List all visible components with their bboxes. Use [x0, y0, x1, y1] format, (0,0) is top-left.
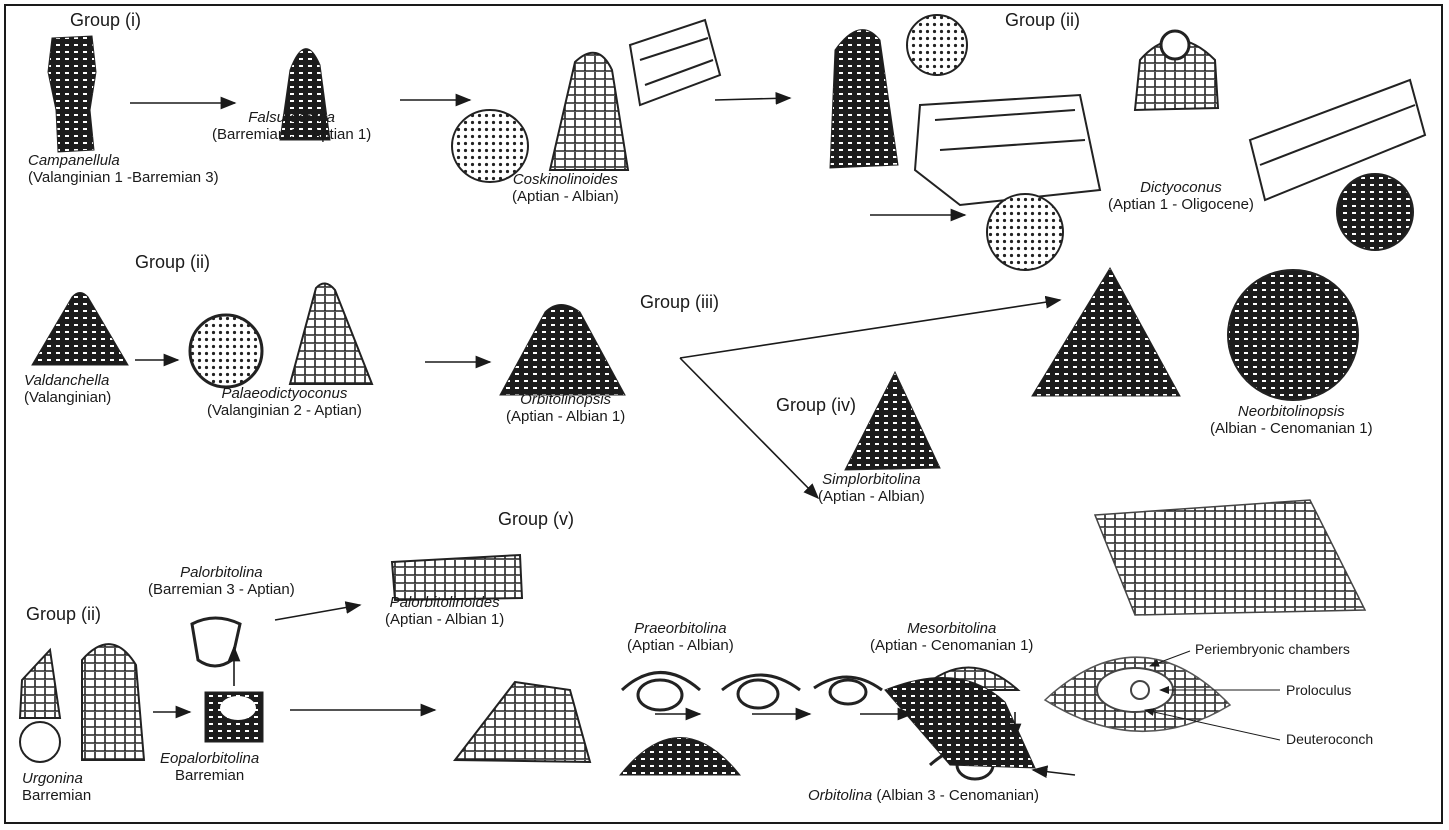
orbitolinopsis-figure: [500, 305, 625, 396]
urgonina-figures: [20, 644, 144, 762]
orbitolina-label: Orbitolina (Albian 3 - Cenomanian): [808, 787, 1039, 804]
taxon-name: Dictyoconus: [1108, 179, 1254, 196]
taxon-range: (Valanginian 2 - Aptian): [207, 402, 362, 419]
taxon-range: (Aptian - Albian): [627, 637, 734, 654]
eopalorbitolina-label: Eopalorbitolina Barremian: [160, 750, 259, 784]
palorbitolina-figure: [192, 618, 240, 666]
group-ii-label-middle: Group (ii): [135, 252, 210, 273]
praeorbitolina-figures: [620, 673, 882, 776]
taxon-name: Palaeodictyoconus: [207, 385, 362, 402]
taxon-name: Orbitolinopsis: [506, 391, 625, 408]
neorbitolinopsis-figures: [1032, 268, 1358, 400]
taxon-name: Praeorbitolina: [627, 620, 734, 637]
group-iv-label: Group (iv): [776, 395, 856, 416]
taxon-name: Simplorbitolina: [818, 471, 925, 488]
dictyoconus-label: Dictyoconus (Aptian 1 - Oligocene): [1108, 179, 1254, 213]
simplorbitolina-label: Simplorbitolina (Aptian - Albian): [818, 471, 925, 505]
taxon-name: Orbitolina: [808, 787, 872, 804]
coskinolinoides-label: Coskinolinoides (Aptian - Albian): [512, 171, 619, 205]
taxon-range: Barremian: [175, 767, 244, 784]
group-iii-label: Group (iii): [640, 292, 719, 313]
palorbitolinoides-label: Palorbitolinoides (Aptian - Albian 1): [385, 594, 504, 628]
palaeodictyoconus-label: Palaeodictyoconus (Valanginian 2 - Aptia…: [207, 385, 362, 419]
taxon-name: Mesorbitolina: [870, 620, 1033, 637]
palaeodictyoconus-figures: [190, 283, 372, 387]
mesorbitolina-label: Mesorbitolina (Aptian - Cenomanian 1): [870, 620, 1033, 654]
taxon-range: Barremian: [22, 787, 91, 804]
taxon-range: (Albian - Cenomanian 1): [1210, 420, 1373, 437]
orbitolina-cone-figure: [455, 682, 590, 762]
group-ii-label-bottom: Group (ii): [26, 604, 101, 625]
taxon-name: Falsurgonina: [212, 109, 371, 126]
simplorbitolina-figure: [845, 372, 940, 470]
taxon-name: Palorbitolinoides: [385, 594, 504, 611]
taxon-name: Palorbitolina: [148, 564, 295, 581]
taxon-name: Coskinolinoides: [512, 171, 619, 188]
arrow-orbitolinopsis-simplorbitolina: [680, 358, 818, 498]
taxon-range: (Albian 3 - Cenomanian): [876, 787, 1039, 804]
taxon-range: (Aptian - Cenomanian 1): [870, 637, 1033, 654]
praeorbitolina-label: Praeorbitolina (Aptian - Albian): [627, 620, 734, 654]
arrow-orbitolinopsis-neorbitolinopsis: [680, 300, 1060, 358]
deuteroconch-annotation: Deuteroconch: [1286, 731, 1373, 747]
arrow-palorbitolina-palorbitolinoides: [275, 605, 360, 620]
taxon-name: Eopalorbitolina: [160, 750, 259, 767]
taxon-name: Neorbitolinopsis: [1210, 403, 1373, 420]
taxon-name: Urgonina: [22, 770, 91, 787]
dictyoconus-figures: [830, 15, 1425, 270]
group-i-label: Group (i): [70, 10, 141, 31]
taxon-range: (Barremian 3 - Aptian 1): [212, 126, 371, 143]
falsurgonina-label: Falsurgonina (Barremian 3 - Aptian 1): [212, 109, 371, 143]
campanellula-label: Campanellula (Valanginian 1 -Barremian 3…: [28, 152, 219, 186]
taxon-range: (Aptian - Albian 1): [385, 611, 504, 628]
coskinolinoides-figures: [452, 20, 720, 182]
taxon-name: Campanellula: [28, 152, 219, 169]
periembryonic-chambers-annotation: Periembryonic chambers: [1195, 641, 1350, 657]
valdanchella-figure: [32, 293, 128, 366]
urgonina-label: Urgonina Barremian: [22, 770, 91, 804]
proloculus-annotation: Proloculus: [1286, 682, 1351, 698]
taxon-range: (Aptian - Albian): [512, 188, 619, 205]
taxon-range: (Valanginian): [24, 389, 111, 406]
eopalorbitolina-figure: [205, 692, 263, 742]
orbitolinopsis-label: Orbitolinopsis (Aptian - Albian 1): [506, 391, 625, 425]
orbitolina-block-diagram: [1095, 500, 1365, 615]
group-ii-label-top: Group (ii): [1005, 10, 1080, 31]
palorbitolina-label: Palorbitolina (Barremian 3 - Aptian): [148, 564, 295, 598]
taxon-range: (Barremian 3 - Aptian): [148, 581, 295, 598]
taxon-range: (Valanginian 1 -Barremian 3): [28, 169, 219, 186]
arrow-coskinolinoides-dictyoconus: [715, 98, 790, 100]
taxon-range: (Aptian - Albian): [818, 488, 925, 505]
taxon-range: (Aptian 1 - Oligocene): [1108, 196, 1254, 213]
mesorbitolina-figures: [885, 668, 1035, 780]
group-v-label: Group (v): [498, 509, 574, 530]
orbitolina-embryo-section: [1045, 657, 1230, 731]
arrow-embryo-to-mesorbitolina: [1033, 770, 1075, 775]
taxon-range: (Aptian - Albian 1): [506, 408, 625, 425]
taxon-name: Valdanchella: [24, 372, 111, 389]
valdanchella-label: Valdanchella (Valanginian): [24, 372, 111, 406]
neorbitolinopsis-label: Neorbitolinopsis (Albian - Cenomanian 1): [1210, 403, 1373, 437]
campanellula-figure: [48, 36, 96, 152]
